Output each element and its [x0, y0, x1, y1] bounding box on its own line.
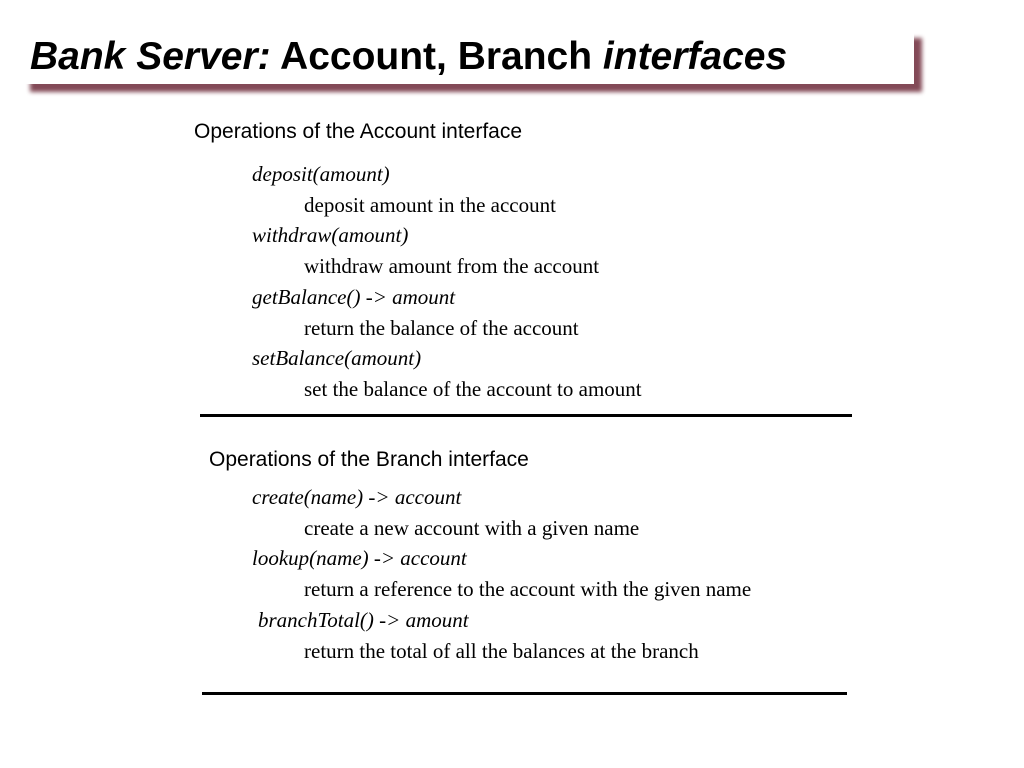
list-item: setBalance(amount) set the balance of th… [252, 343, 804, 404]
bottom-divider [202, 692, 847, 695]
list-item: lookup(name) -> account return a referen… [252, 543, 804, 604]
account-operations-list: deposit(amount) deposit amount in the ac… [252, 159, 804, 405]
operation-description: deposit amount in the account [304, 192, 556, 217]
operation-signature: create(name) -> account [252, 485, 462, 509]
operation-description: return a reference to the account with t… [304, 577, 752, 602]
operation-description: withdraw amount from the account [304, 254, 600, 279]
operation-description: create a new account with a given name [304, 515, 640, 540]
title-part-interfaces: interfaces [602, 35, 788, 78]
operation-signature: getBalance() -> amount [252, 284, 456, 309]
list-item: create(name) -> account create a new acc… [252, 482, 804, 543]
operation-signature: withdraw(amount) [252, 223, 409, 248]
section-divider [200, 414, 852, 417]
branch-operations-list: create(name) -> account create a new acc… [252, 482, 804, 666]
title-box [24, 32, 914, 84]
operation-description: return the total of all the balances at … [304, 638, 699, 663]
operation-description: set the balance of the account to amount [304, 376, 642, 401]
account-section-heading: Operations of the Account interface [194, 120, 523, 143]
branch-section-heading: Operations of the Branch interface [209, 448, 529, 471]
operation-signature: setBalance(amount) [252, 346, 422, 371]
title-part-account-branch: Account, Branch [270, 35, 603, 78]
operation-signature: deposit(amount) [252, 162, 390, 186]
slide-title: Bank Server: Account, Branch interfaces [30, 30, 787, 84]
title-part-bank-server: Bank Server: [30, 35, 271, 78]
list-item: branchTotal() -> amount return the total… [252, 605, 804, 666]
operation-signature: branchTotal() -> amount [258, 607, 469, 632]
list-item: deposit(amount) deposit amount in the ac… [252, 159, 804, 220]
operation-signature: lookup(name) -> account [252, 546, 467, 571]
operation-description: return the balance of the account [304, 315, 579, 340]
list-item: getBalance() -> amount return the balanc… [252, 282, 804, 343]
list-item: withdraw(amount) withdraw amount from th… [252, 220, 804, 281]
